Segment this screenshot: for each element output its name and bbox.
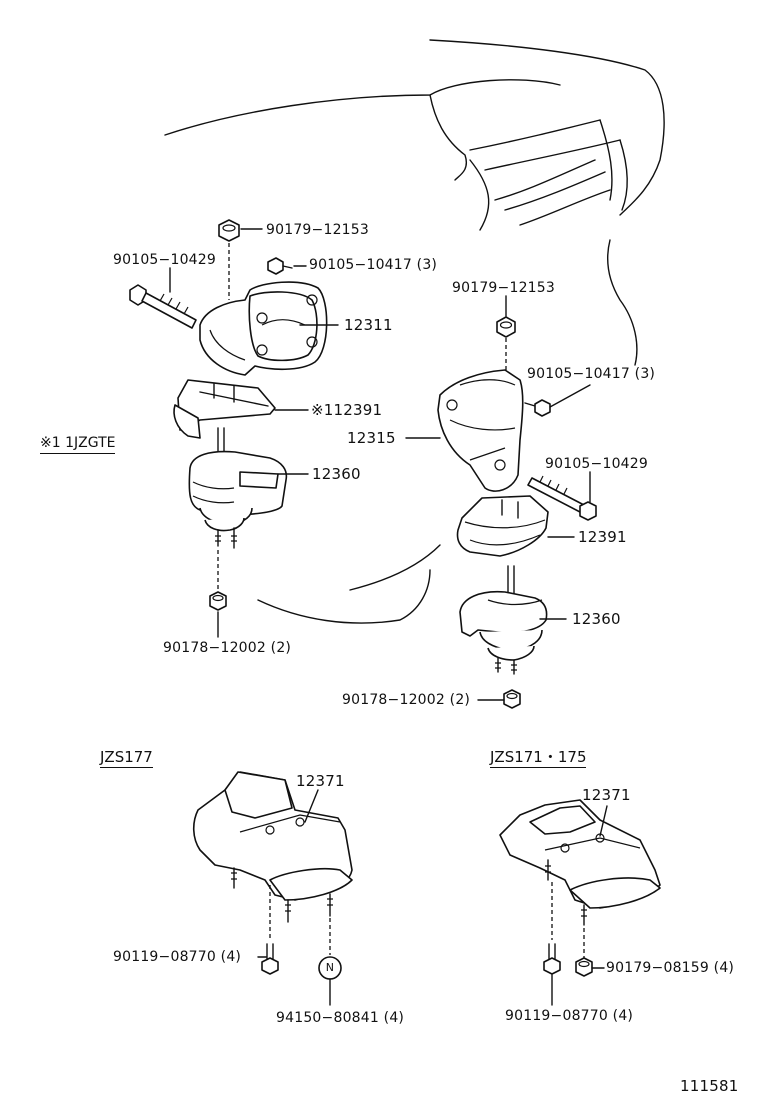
label-12360-right: 12360 [572,610,621,628]
label-90179-12153-left: 90179−12153 [266,222,370,238]
label-90119-08770-jzs177: 90119−08770 (4) [113,949,242,965]
insulator-12391-left [173,379,276,439]
group-heading-jzs177: JZS177 [100,748,153,768]
nut-90178-12002-right [503,689,521,709]
nut-90178-12002-left [209,591,227,611]
insulator-12391-right [456,495,549,557]
label-12371-jzs171: 12371 [582,786,631,804]
label-90119-08770-jzs171: 90119−08770 (4) [505,1008,634,1024]
bracket-12311 [199,281,328,376]
leader-lines [169,228,608,1006]
mount-bracket-12371-jzs171-175 [499,799,661,926]
bolt-90105-10429-right [527,475,597,521]
note-mark: ※1 [40,435,61,451]
label-90105-10417-left: 90105−10417 (3) [309,257,438,273]
note-1jzgte: ※1 1JZGTE [40,434,116,454]
label-12391-right: 12391 [578,528,627,546]
note-text: 1JZGTE [65,435,116,451]
label-12311: 12311 [344,316,393,334]
nut-90179-12153-left [218,219,240,242]
sheet-number: 111581 [680,1077,739,1095]
engine-mount-12360-right [459,565,548,675]
label-90105-10429-right: 90105−10429 [545,456,649,472]
bolt-90105-10417-left [267,257,293,275]
label-12315: 12315 [347,429,396,447]
bracket-12315 [437,369,524,492]
bolt-90119-08770-jzs177 [261,943,279,975]
bolt-90105-10429-left [129,284,197,329]
group-heading-jzs171-175: JZS171・175 [490,748,587,768]
mount-bracket-12371-jzs177 [192,771,353,923]
engine-outline [164,39,665,624]
nut-90179-12153-right [496,316,516,338]
label-12391-note: ※112391 [311,401,383,419]
label-90105-10417-right: 90105−10417 (3) [527,366,656,382]
label-94150-80841: 94150−80841 (4) [276,1010,405,1026]
label-90178-12002-left: 90178−12002 (2) [163,640,292,656]
engine-mount-12360-left [188,427,288,549]
nut-90179-08159 [575,957,593,977]
label-90179-08159: 90179−08159 (4) [606,960,735,976]
label-12360-left: 12360 [312,465,361,483]
label-90179-12153-right: 90179−12153 [452,280,556,296]
bolt-90119-08770-jzs171 [543,943,561,975]
label-n-mark: N [325,961,335,974]
label-90178-12002-right: 90178−12002 (2) [342,692,471,708]
label-90105-10429-left: 90105−10429 [113,252,217,268]
bolt-90105-10417-right [524,399,551,417]
label-12371-jzs177: 12371 [296,772,345,790]
